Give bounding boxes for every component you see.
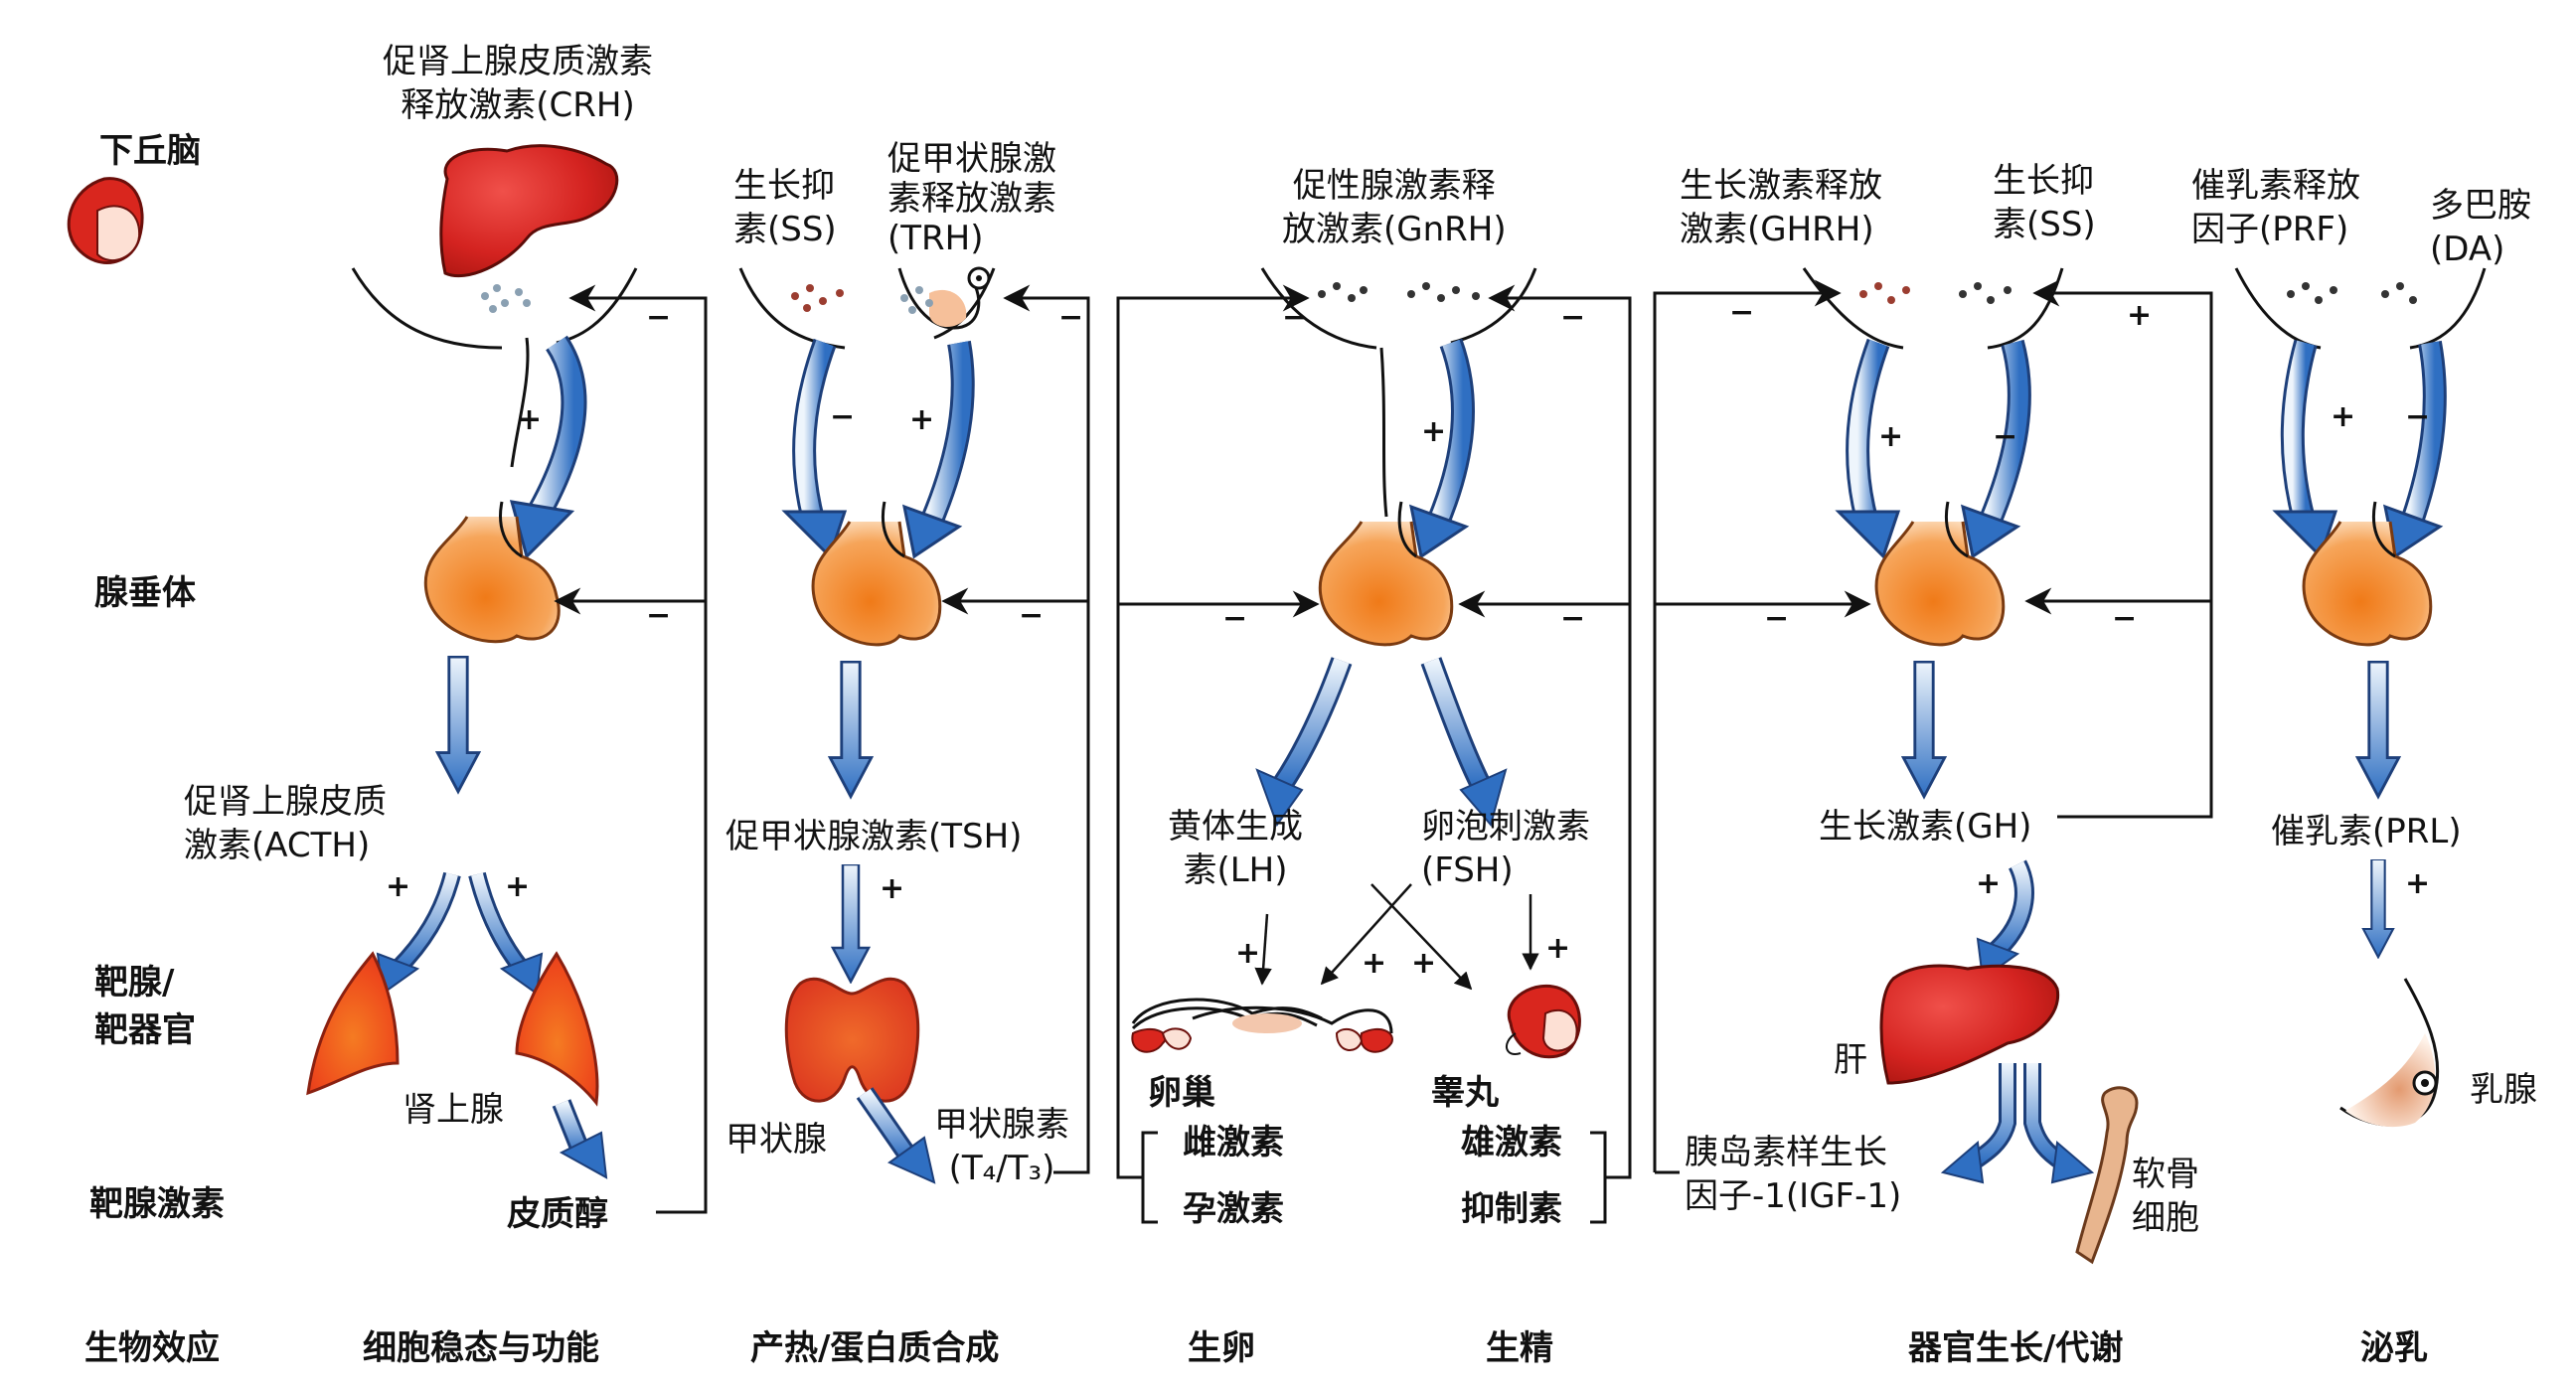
- label-androgen: 雄激素: [1461, 1123, 1562, 1162]
- sign-plus: +: [909, 402, 935, 437]
- label-ss-1: 生长抑 素(SS): [733, 166, 837, 249]
- effect-spermatogenesis: 生精: [1486, 1328, 1553, 1368]
- cartilage-bone-icon: [2075, 1086, 2139, 1265]
- axis-growth: [1653, 267, 2213, 1265]
- gnrh-secretion-dots: [1318, 282, 1480, 302]
- label-estrogen: 雌激素: [1183, 1123, 1284, 1162]
- sign-minus: −: [2112, 601, 2138, 636]
- label-prl: 催乳素(PRL): [2271, 812, 2462, 851]
- adrenal-left-icon: [306, 951, 400, 1096]
- label-da: 多巴胺 (DA): [2430, 186, 2531, 269]
- label-cartilage: 软骨 细胞: [2132, 1155, 2199, 1238]
- axis-thyroid: [738, 266, 1090, 1184]
- label-tsh: 促甲状腺激素(TSH): [725, 817, 1023, 856]
- label-breast: 乳腺: [2470, 1070, 2537, 1110]
- axis-adrenal: [306, 144, 708, 1214]
- sign-plus: +: [517, 402, 543, 437]
- effect-homeostasis: 细胞稳态与功能: [363, 1328, 599, 1368]
- sign-plus: +: [1878, 419, 1904, 454]
- label-testis: 睾丸: [1431, 1073, 1499, 1113]
- pituitary-icon: [811, 521, 942, 647]
- pituitary-icon: [1318, 521, 1454, 647]
- label-prf: 催乳素释放 因子(PRF): [2191, 166, 2360, 249]
- sign-minus: −: [830, 399, 856, 434]
- row-label-pituitary: 腺垂体: [94, 573, 196, 613]
- ss-secretion-dots: [791, 284, 844, 312]
- sign-plus: +: [2127, 298, 2153, 333]
- row-label-hypothalamus: 下丘脑: [99, 131, 201, 171]
- sign-plus: +: [1545, 931, 1571, 966]
- label-igf1: 胰岛素样生长 因子-1(IGF-1): [1685, 1133, 1902, 1216]
- label-crh: 促肾上腺皮质激素 释放激素(CRH): [383, 42, 653, 125]
- sign-plus: +: [1421, 414, 1447, 449]
- sign-minus: −: [1282, 300, 1308, 335]
- hypothalamus-icon: [67, 177, 144, 264]
- label-thyroid-hormone: 甲状腺素 (T₄/T₃): [934, 1105, 1069, 1188]
- ghrh-secretion-dots: [1859, 282, 1910, 304]
- label-acth: 促肾上腺皮质 激素(ACTH): [184, 782, 387, 865]
- sign-minus: −: [646, 300, 672, 335]
- prf-da-secretion-dots: [2287, 282, 2417, 304]
- label-liver: 肝: [1834, 1040, 1867, 1080]
- sign-minus: −: [1560, 601, 1586, 636]
- label-cortisol: 皮质醇: [507, 1194, 608, 1234]
- sign-minus: −: [1993, 419, 2018, 454]
- sign-minus: −: [1764, 601, 1790, 636]
- label-inhibin: 抑制素: [1461, 1189, 1562, 1229]
- sign-plus: +: [2405, 866, 2431, 901]
- label-ovary: 卵巢: [1148, 1073, 1215, 1113]
- label-gh: 生长激素(GH): [1819, 807, 2032, 847]
- sign-minus: −: [1222, 601, 1248, 636]
- thyroid-icon: [784, 977, 920, 1103]
- row-label-effect: 生物效应: [84, 1328, 220, 1368]
- effect-ovulation: 生卵: [1188, 1328, 1255, 1368]
- pituitary-icon: [1874, 521, 2006, 647]
- sign-plus: +: [1235, 936, 1261, 971]
- trh-secretion-dots: [900, 286, 933, 314]
- adrenal-right-icon: [515, 951, 599, 1107]
- label-thyroid: 甲状腺: [725, 1120, 827, 1159]
- crh-secretion-dots: [481, 284, 531, 313]
- breast-icon: [2339, 978, 2440, 1128]
- sign-plus: +: [2331, 399, 2356, 434]
- label-ghrh: 生长激素释放 激素(GHRH): [1680, 166, 1882, 249]
- sign-minus: −: [2405, 399, 2431, 434]
- row-label-target-hormone: 靶腺激素: [89, 1184, 225, 1224]
- liver-icon: [1879, 964, 2060, 1085]
- sign-plus: +: [880, 871, 905, 906]
- row-label-target-organ: 靶腺/ 靶器官: [94, 963, 196, 1050]
- sign-minus: −: [1560, 300, 1586, 335]
- sign-minus: −: [1058, 300, 1084, 335]
- testis-icon: [1506, 984, 1581, 1059]
- sign-plus: +: [1976, 866, 2002, 901]
- crh-nucleus-icon: [439, 144, 619, 278]
- sign-minus: −: [1019, 598, 1045, 633]
- label-trh: 促甲状腺激 素释放激素 (TRH): [887, 139, 1056, 258]
- label-ss-2: 生长抑 素(SS): [1993, 161, 2096, 244]
- sign-minus: −: [646, 598, 672, 633]
- sign-plus: +: [386, 869, 411, 904]
- effect-growth: 器官生长/代谢: [1908, 1328, 2124, 1368]
- pituitary-icon: [423, 516, 561, 644]
- pituitary-icon: [2302, 521, 2433, 647]
- sign-minus: −: [1729, 295, 1755, 330]
- label-fsh: 卵泡刺激素 (FSH): [1421, 807, 1590, 890]
- axis-lactation: [2234, 267, 2487, 1128]
- label-adrenal: 肾上腺: [402, 1090, 504, 1130]
- ss-secretion-dots-2: [1959, 282, 2012, 304]
- ovary-uterus-icon: [1131, 998, 1393, 1053]
- effect-lactation: 泌乳: [2360, 1328, 2428, 1368]
- sign-plus: +: [1411, 946, 1437, 981]
- label-progesterone: 孕激素: [1183, 1189, 1284, 1229]
- label-gnrh: 促性腺激素释 放激素(GnRH): [1282, 166, 1507, 249]
- axis-gonad: [1116, 267, 1632, 1224]
- label-lh: 黄体生成 素(LH): [1168, 807, 1303, 890]
- sign-plus: +: [505, 869, 531, 904]
- effect-thermogenesis: 产热/蛋白质合成: [750, 1328, 1000, 1368]
- sign-plus: +: [1362, 946, 1387, 981]
